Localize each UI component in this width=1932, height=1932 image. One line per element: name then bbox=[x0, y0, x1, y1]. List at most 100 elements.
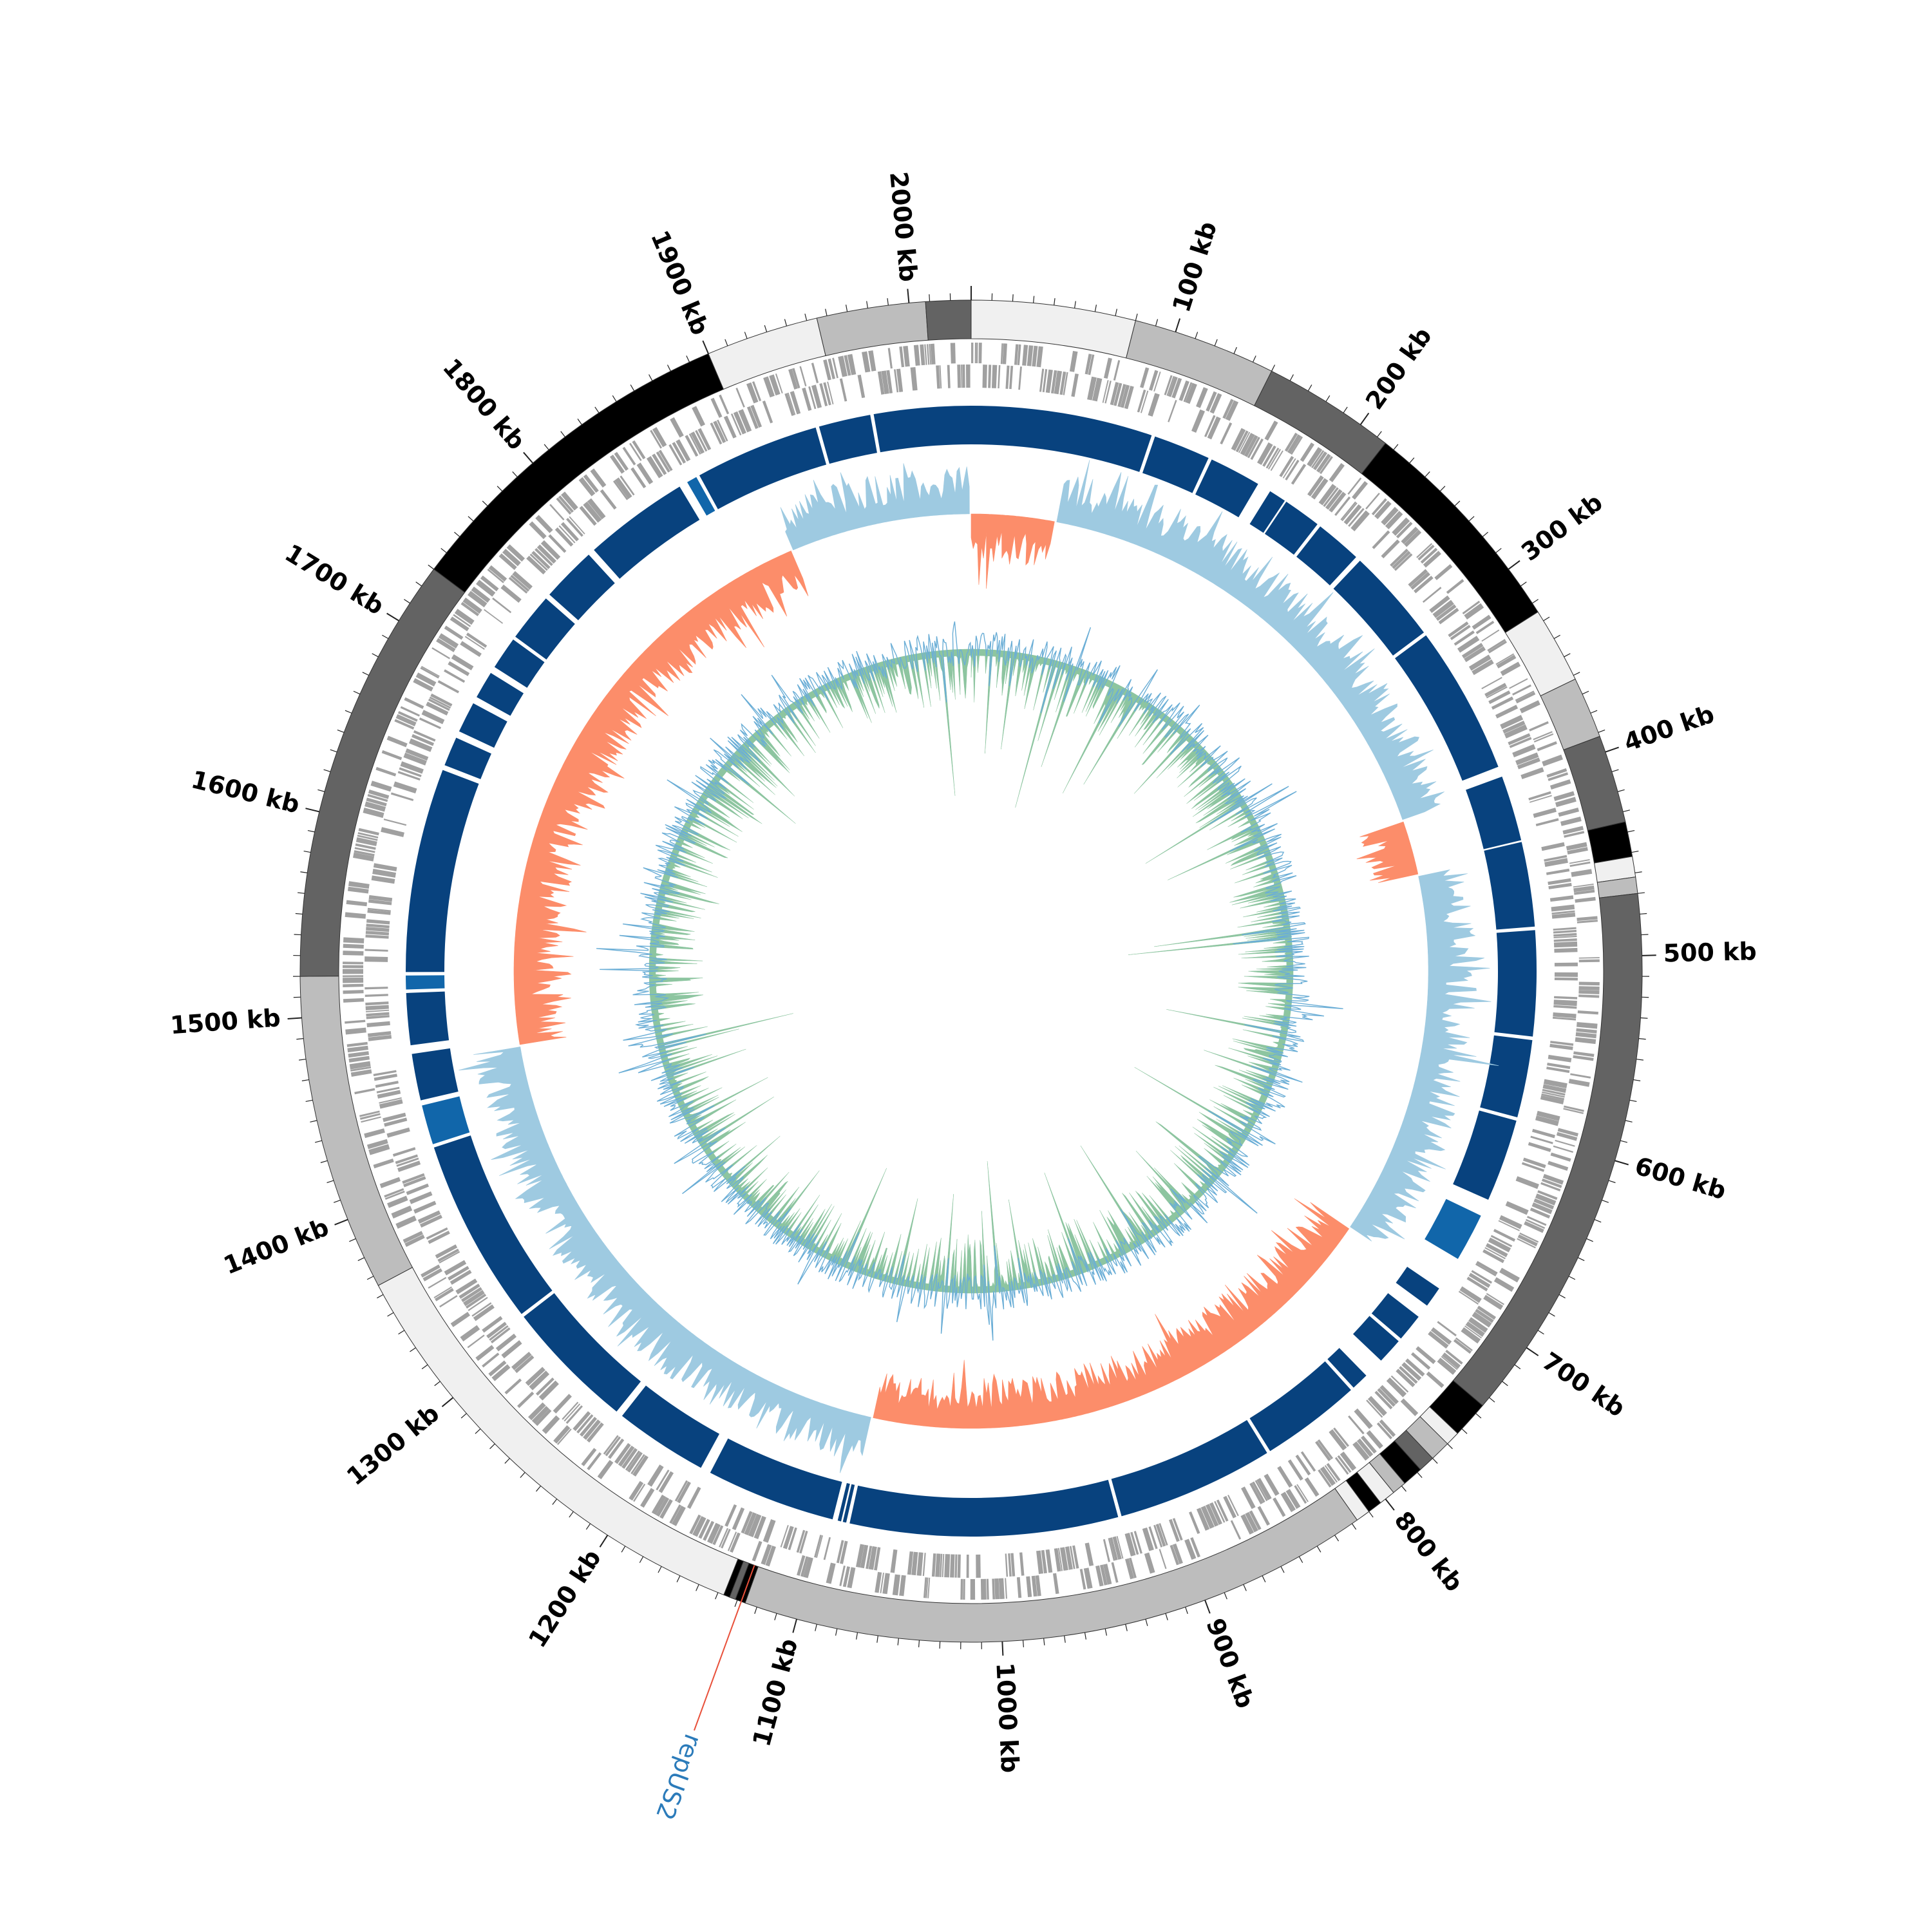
synteny-block bbox=[1249, 1361, 1351, 1452]
gene-feature bbox=[1430, 1327, 1452, 1345]
minor-tick bbox=[1280, 1566, 1285, 1573]
gene-feature bbox=[355, 837, 377, 846]
gene-feature bbox=[1482, 1249, 1505, 1264]
gene-feature bbox=[366, 927, 390, 933]
gene-feature bbox=[366, 1139, 388, 1150]
gene-feature bbox=[1102, 380, 1109, 403]
gene-feature bbox=[652, 453, 667, 475]
gene-feature bbox=[583, 501, 602, 523]
gene-feature bbox=[471, 1302, 492, 1317]
gene-feature bbox=[1153, 1524, 1163, 1548]
gene-feature bbox=[721, 1528, 731, 1549]
gene-feature bbox=[354, 847, 375, 853]
gene-feature bbox=[1294, 1485, 1307, 1504]
major-tick bbox=[1605, 746, 1619, 753]
gene-feature bbox=[929, 344, 932, 365]
synteny-block bbox=[494, 639, 545, 688]
gene-feature bbox=[1553, 999, 1577, 1007]
gene-feature bbox=[343, 951, 364, 956]
gene-feature bbox=[1329, 463, 1345, 482]
gene-feature bbox=[978, 343, 982, 364]
gene-feature bbox=[553, 1425, 571, 1444]
gene-feature bbox=[1541, 842, 1565, 851]
gene-feature bbox=[1312, 451, 1328, 471]
gene-feature bbox=[1112, 1536, 1122, 1560]
gene-feature bbox=[390, 792, 414, 801]
gene-feature bbox=[1546, 868, 1570, 875]
minor-tick bbox=[1611, 769, 1619, 772]
gene-feature bbox=[1022, 345, 1028, 366]
gene-feature bbox=[847, 354, 857, 375]
gene-feature bbox=[1036, 1550, 1044, 1575]
gene-feature bbox=[413, 678, 433, 692]
gene-feature bbox=[1207, 416, 1221, 440]
gene-feature bbox=[587, 1452, 602, 1470]
gc-content-line bbox=[596, 621, 1343, 1341]
gene-feature bbox=[1052, 1573, 1059, 1595]
minor-tick bbox=[774, 1613, 777, 1620]
gene-feature bbox=[944, 1554, 951, 1578]
minor-tick bbox=[1629, 1099, 1637, 1103]
scale-label: 600 kb bbox=[1632, 1151, 1730, 1205]
gene-feature bbox=[1333, 1427, 1350, 1447]
gene-feature bbox=[437, 680, 460, 694]
scale-label: 700 kb bbox=[1537, 1347, 1631, 1423]
gene-feature bbox=[936, 365, 940, 389]
gene-feature bbox=[1521, 1162, 1545, 1172]
gene-feature bbox=[802, 387, 812, 411]
gene-feature bbox=[365, 1001, 389, 1006]
gene-feature bbox=[1401, 526, 1419, 544]
gene-feature bbox=[797, 1555, 806, 1576]
gene-feature bbox=[1241, 1486, 1256, 1510]
gene-feature bbox=[1148, 1526, 1158, 1549]
gene-feature bbox=[620, 475, 635, 496]
gene-feature bbox=[368, 790, 390, 799]
gene-feature bbox=[1531, 1202, 1553, 1215]
gene-feature bbox=[1472, 614, 1492, 630]
gene-feature bbox=[1153, 371, 1161, 392]
gene-feature bbox=[403, 752, 427, 766]
gene-feature bbox=[1284, 432, 1298, 452]
synteny-block bbox=[849, 1479, 1119, 1537]
gene-feature bbox=[1104, 381, 1112, 404]
gene-feature bbox=[366, 1015, 390, 1019]
gene-feature bbox=[1522, 1157, 1546, 1168]
gene-feature bbox=[971, 343, 974, 364]
gene-feature bbox=[1125, 1558, 1135, 1580]
gene-feature bbox=[808, 386, 817, 410]
gene-feature bbox=[1170, 1544, 1180, 1566]
gene-feature bbox=[621, 1448, 638, 1469]
gene-feature bbox=[957, 1554, 961, 1578]
gene-feature bbox=[1392, 551, 1411, 569]
gene-feature bbox=[690, 431, 705, 454]
gene-feature bbox=[370, 781, 392, 792]
minor-tick bbox=[512, 471, 518, 477]
minor-tick bbox=[1165, 1613, 1168, 1620]
gene-feature bbox=[1291, 464, 1307, 485]
gene-feature bbox=[761, 1544, 772, 1566]
gene-feature bbox=[632, 440, 646, 460]
minor-tick bbox=[497, 486, 503, 492]
gene-feature bbox=[1531, 1128, 1555, 1139]
synteny-block bbox=[1352, 1316, 1399, 1361]
minor-tick bbox=[918, 1640, 920, 1647]
gene-feature bbox=[560, 522, 579, 542]
gene-feature bbox=[627, 1452, 643, 1473]
minor-tick bbox=[1135, 313, 1138, 321]
synteny-block bbox=[524, 1293, 641, 1412]
gene-feature bbox=[710, 422, 723, 445]
gene-feature bbox=[600, 489, 617, 510]
gene-feature bbox=[1432, 600, 1454, 618]
gene-feature bbox=[468, 591, 488, 608]
gene-feature bbox=[1575, 1032, 1597, 1039]
scale-label: 1600 kb bbox=[189, 765, 303, 819]
minor-tick bbox=[667, 365, 671, 372]
minor-tick bbox=[504, 1458, 510, 1464]
synteny-block bbox=[444, 737, 491, 779]
gene-feature bbox=[384, 1190, 405, 1200]
gene-feature bbox=[689, 1514, 701, 1535]
gene-feature bbox=[526, 555, 546, 575]
gene-feature bbox=[669, 1504, 682, 1524]
gene-feature bbox=[1553, 938, 1577, 942]
minor-tick bbox=[715, 1592, 719, 1600]
